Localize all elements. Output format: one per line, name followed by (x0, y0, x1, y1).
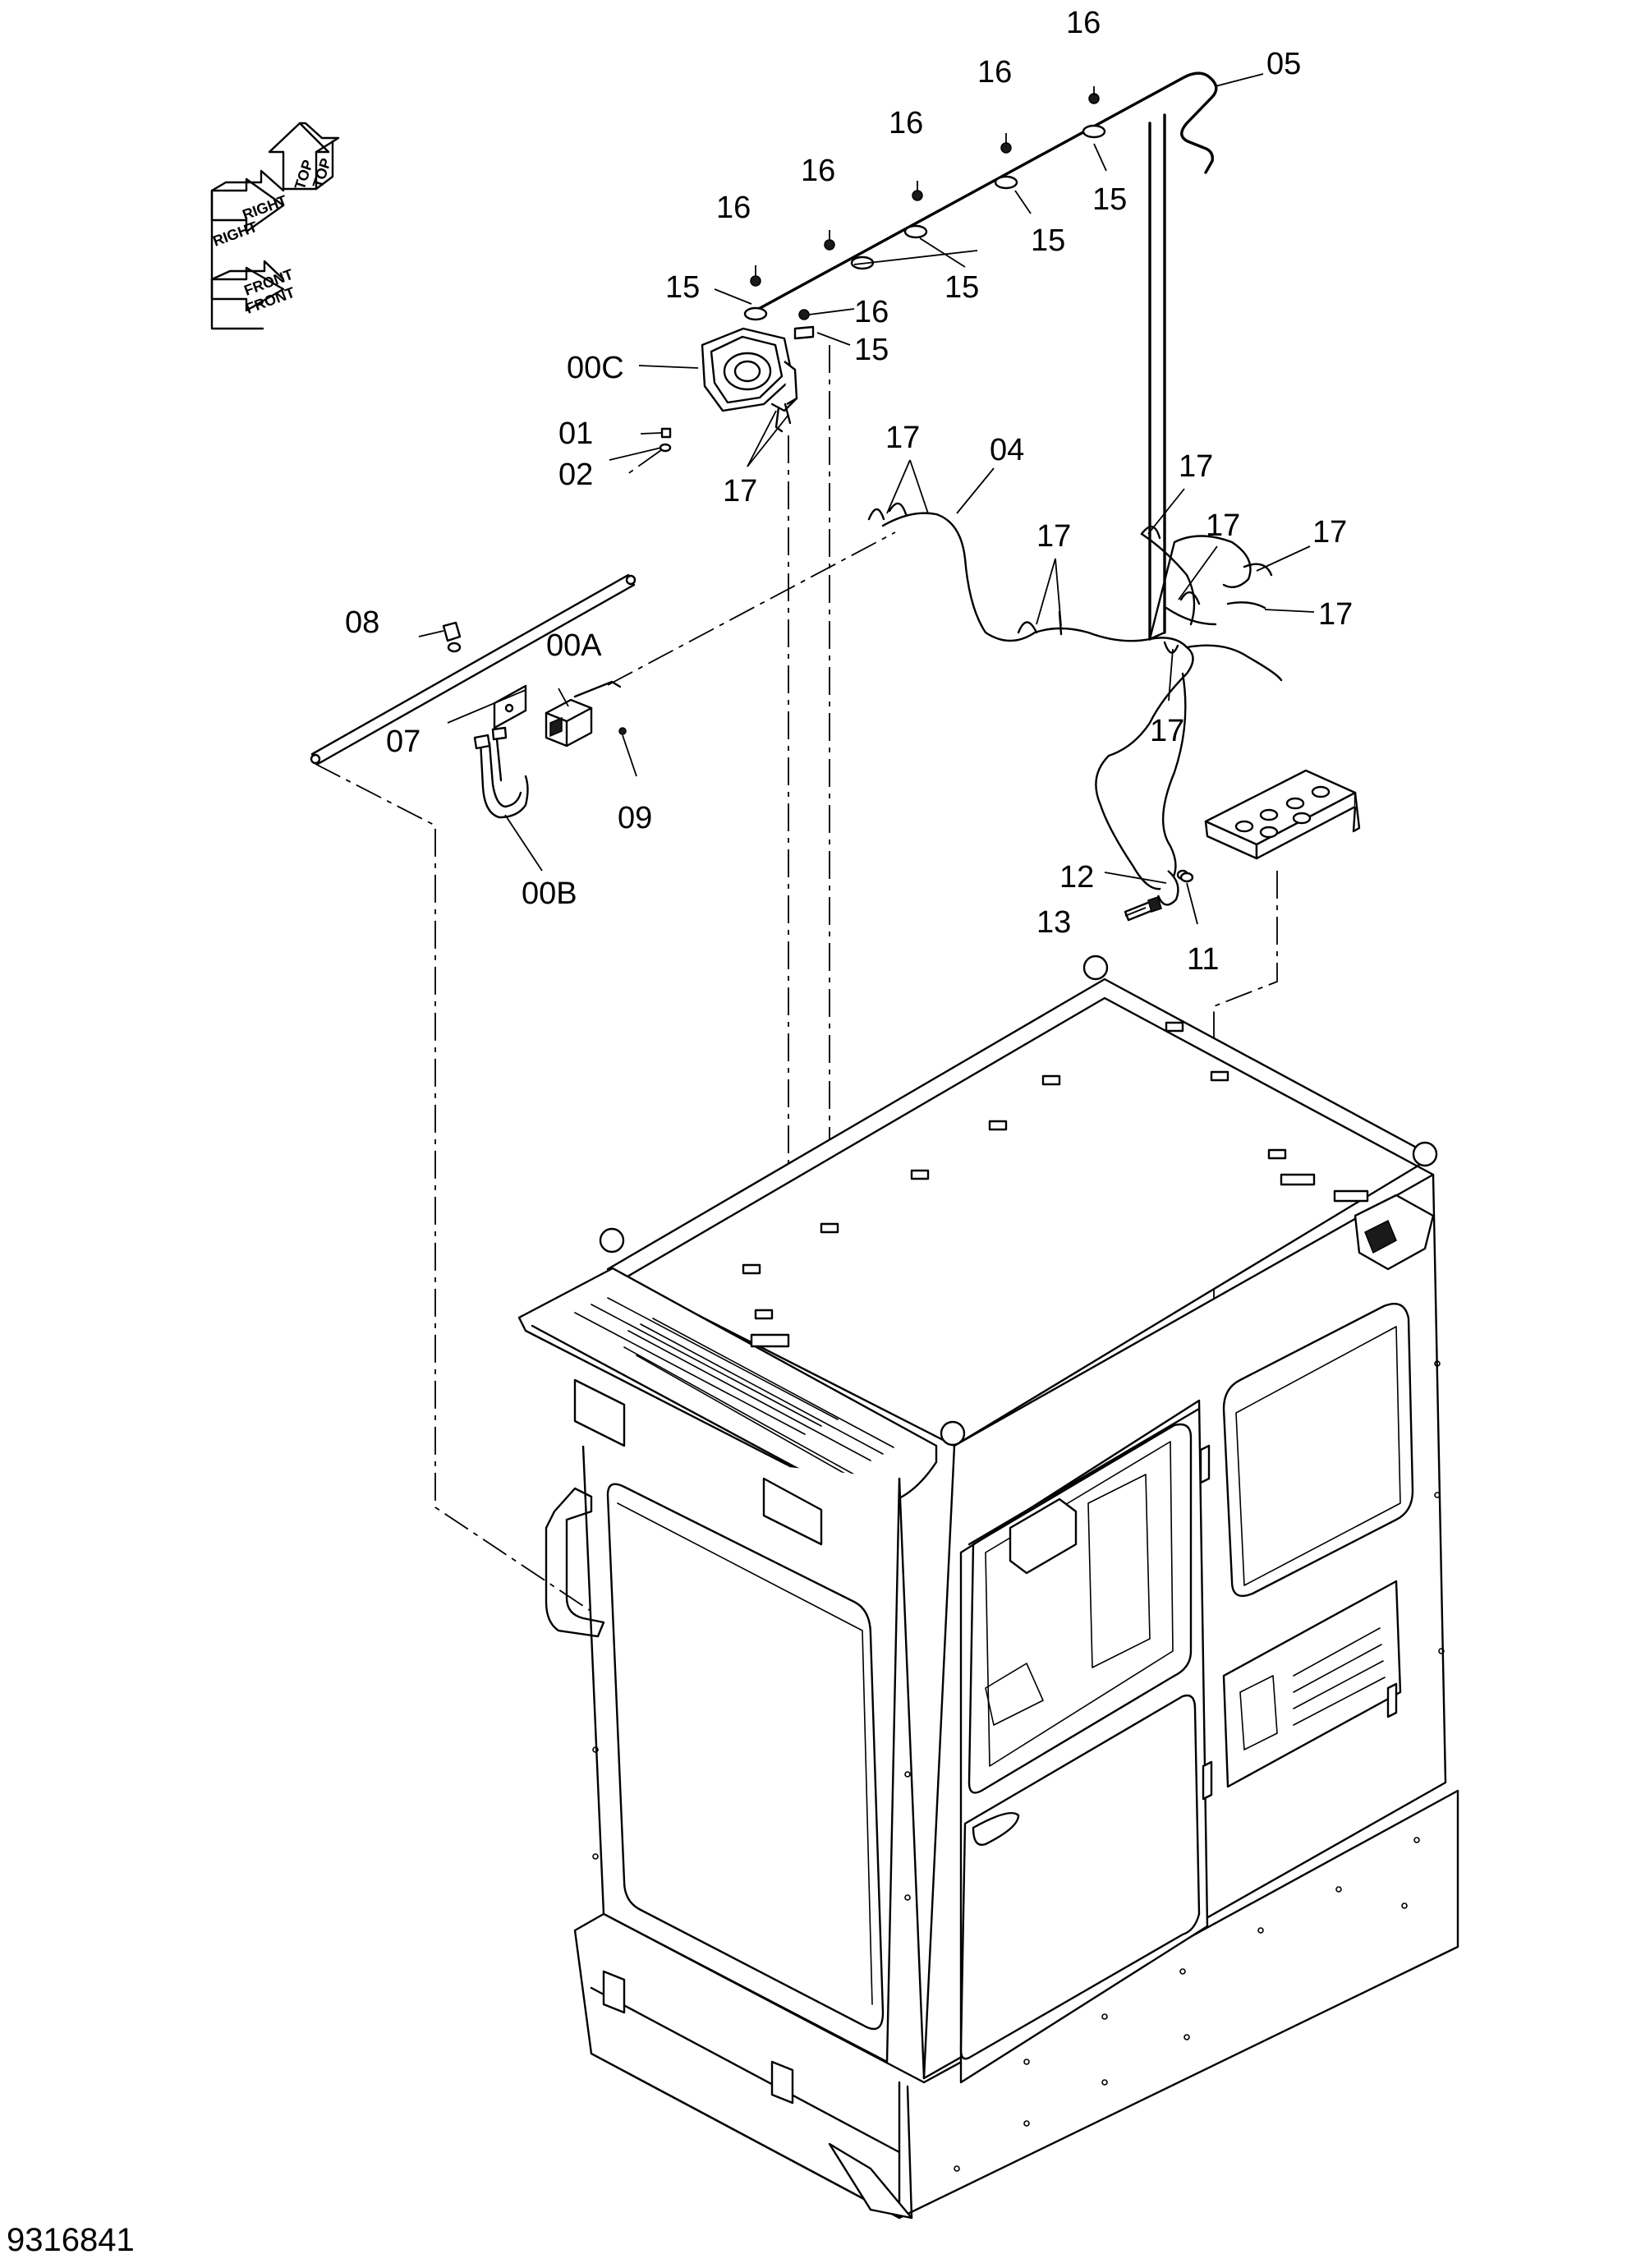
callout-12: 12 (1059, 860, 1094, 895)
callout-17-b: 17 (885, 421, 920, 455)
callout-17-f: 17 (1312, 515, 1347, 550)
callout-15-c: 15 (944, 270, 979, 305)
right-label-2: RIGHT (211, 219, 260, 250)
callout-02: 02 (558, 458, 593, 492)
callout-11: 11 (1187, 942, 1219, 977)
switch-assembly (310, 573, 637, 766)
callout-13: 13 (1036, 905, 1071, 940)
callout-16-d: 16 (889, 106, 923, 140)
callout-01: 01 (558, 416, 593, 451)
orientation-indicator: TOP TOP RIGHT RIGHT FRONT FRONT (211, 122, 340, 330)
callout-16-a: 16 (854, 295, 889, 329)
callout-16-c: 16 (801, 154, 835, 188)
callout-labels: 16 05 16 16 15 16 15 16 15 15 16 15 00C … (345, 6, 1353, 977)
cable-assembly (473, 726, 529, 819)
callout-04: 04 (990, 433, 1024, 467)
callout-09: 09 (618, 801, 652, 835)
callout-08: 08 (345, 605, 379, 640)
callout-17-g: 17 (1318, 597, 1353, 632)
callout-05: 05 (1266, 47, 1301, 81)
callout-17-e: 17 (1206, 508, 1240, 543)
leader-lines (418, 73, 1315, 925)
harness-rod (743, 71, 1218, 641)
top-label-2: TOP (310, 156, 334, 190)
screw-washer (659, 427, 672, 453)
callout-15-a: 15 (665, 270, 700, 305)
roof-mounts (742, 1021, 1369, 1348)
callout-17-d: 17 (1179, 449, 1213, 484)
callout-16-e: 16 (977, 55, 1012, 90)
mounting-bracket (1204, 769, 1361, 860)
cab-body (517, 955, 1459, 2220)
callout-17-h: 17 (1150, 714, 1184, 748)
callout-15-e: 15 (1092, 182, 1127, 217)
callout-00B: 00B (522, 876, 577, 911)
wire-harness (867, 502, 1283, 906)
callout-15-d: 15 (1031, 223, 1065, 258)
callout-07: 07 (386, 725, 421, 759)
callout-17-a: 17 (723, 474, 757, 508)
callout-15-b: 15 (854, 333, 889, 367)
drawing-number: 9316841 (7, 2222, 135, 2258)
callout-17-c: 17 (1036, 519, 1071, 554)
callout-00C: 00C (567, 351, 624, 385)
callout-16-b: 16 (716, 191, 751, 225)
callout-00A: 00A (546, 628, 602, 663)
callout-16-f: 16 (1066, 6, 1101, 40)
beacon-lamp (701, 327, 798, 433)
panel-rivets (592, 1360, 1445, 2172)
visor-vent-slots (574, 1297, 894, 1484)
